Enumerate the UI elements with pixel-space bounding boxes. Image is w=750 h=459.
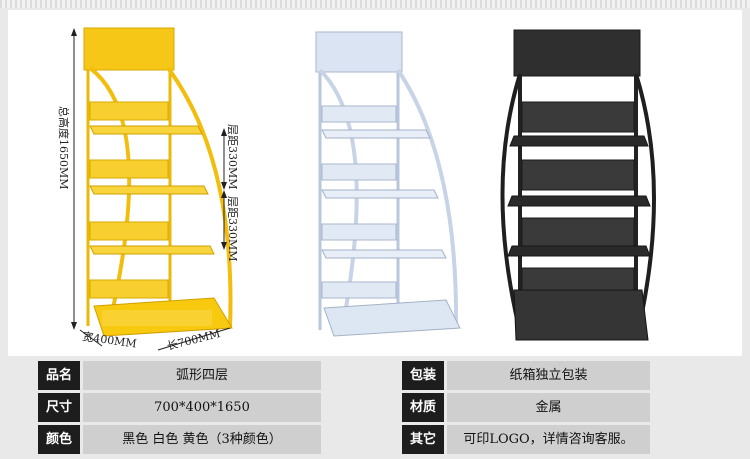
other-label: 其它 bbox=[402, 425, 444, 454]
packaging-value: 纸箱独立包装 bbox=[447, 361, 650, 390]
product-name-label: 品名 bbox=[38, 361, 80, 390]
packaging-label: 包装 bbox=[402, 361, 444, 390]
yellow-rack bbox=[83, 27, 233, 337]
size-value: 700*400*1650 bbox=[83, 393, 321, 422]
product-name-value: 弧形四层 bbox=[83, 361, 321, 390]
spec-row-1: 品名 弧形四层 包装 纸箱独立包装 bbox=[38, 361, 650, 390]
other-value: 可印LOGO，详情咨询客服。 bbox=[447, 425, 650, 454]
white-rack bbox=[315, 31, 461, 337]
spacing-label-1: 层距330MM bbox=[226, 124, 239, 190]
top-decor-strip bbox=[0, 0, 750, 8]
spec-row-2: 尺寸 700*400*1650 材质 金属 bbox=[38, 393, 650, 422]
dimension-lines bbox=[71, 28, 231, 351]
total-height-label: 总高度1650MM bbox=[57, 106, 71, 190]
color-label: 颜色 bbox=[38, 425, 80, 454]
spacing-label-2: 层距330MM bbox=[226, 196, 239, 262]
black-rack bbox=[500, 29, 656, 341]
color-value: 黑色 白色 黄色（3种颜色） bbox=[83, 425, 321, 454]
product-illustration: 总高度1650MM 层距330MM 层距330MM 宽400MM 长700MM bbox=[57, 27, 656, 353]
material-value: 金属 bbox=[447, 393, 650, 422]
size-label: 尺寸 bbox=[38, 393, 80, 422]
spec-row-3: 颜色 黑色 白色 黄色（3种颜色） 其它 可印LOGO，详情咨询客服。 bbox=[38, 425, 650, 454]
spec-table: 品名 弧形四层 包装 纸箱独立包装 尺寸 700*400*1650 材质 金属 … bbox=[38, 361, 650, 454]
material-label: 材质 bbox=[402, 393, 444, 422]
product-photo-panel: 总高度1650MM 层距330MM 层距330MM 宽400MM 长700MM bbox=[8, 10, 742, 356]
